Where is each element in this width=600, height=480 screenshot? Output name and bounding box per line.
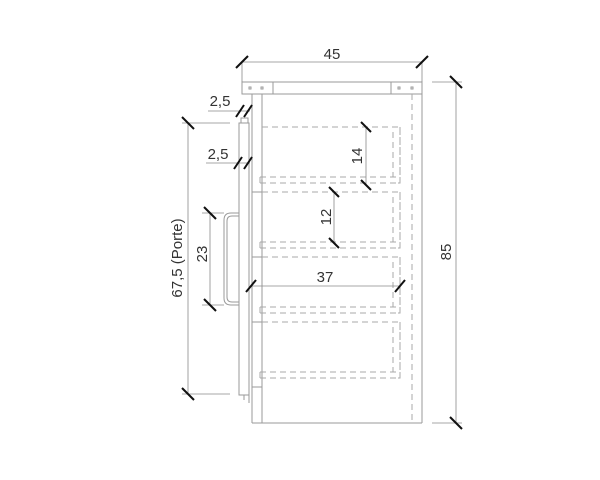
dimension-drawer-top: 14 [349,121,372,191]
tick-mark [449,75,463,89]
door-handle [223,212,239,306]
top-gap-label: 2,5 [210,93,231,110]
dimension-drawer-middle: 12 [318,186,340,249]
top-bar [241,81,423,95]
dimension-height: 85 [432,75,463,430]
tick-mark [243,104,253,118]
dimension-top-gap: 2,5 [208,93,253,118]
door-thickness-label: 2,5 [208,146,229,163]
handle-height-label: 23 [194,246,211,263]
cabinet-body [251,94,423,424]
tick-mark [328,237,340,249]
dimension-drawer-depth: 37 [245,269,406,293]
tick-mark [243,156,253,170]
tick-mark [328,186,340,198]
drawer-1 [259,126,401,184]
tick-mark [394,279,406,293]
door-height-label: 67,5 (Porte) [169,218,186,297]
drawer-depth-label: 37 [317,269,334,286]
dimension-door-height: 67,5 (Porte) [169,116,230,401]
drawer-top-height-label: 14 [349,148,366,165]
door [238,117,250,403]
tick-mark [415,55,429,69]
tick-mark [233,156,243,170]
drawer-4 [259,321,401,379]
tick-mark [203,206,217,220]
height-label: 85 [438,244,455,261]
tick-mark [360,121,372,133]
dimension-door-thickness: 2,5 [206,146,253,170]
dimension-handle-height: 23 [194,206,224,312]
dimension-width: 45 [235,46,429,82]
drawer-2 [259,191,401,249]
tick-mark [235,55,249,69]
drawers [259,126,401,379]
drawer-middle-height-label: 12 [318,209,335,226]
tick-mark [181,116,195,130]
tick-mark [235,104,245,118]
tick-mark [360,179,372,191]
tick-mark [203,298,217,312]
tick-mark [449,416,463,430]
tick-mark [181,387,195,401]
tick-mark [245,279,257,293]
width-label: 45 [324,46,341,63]
